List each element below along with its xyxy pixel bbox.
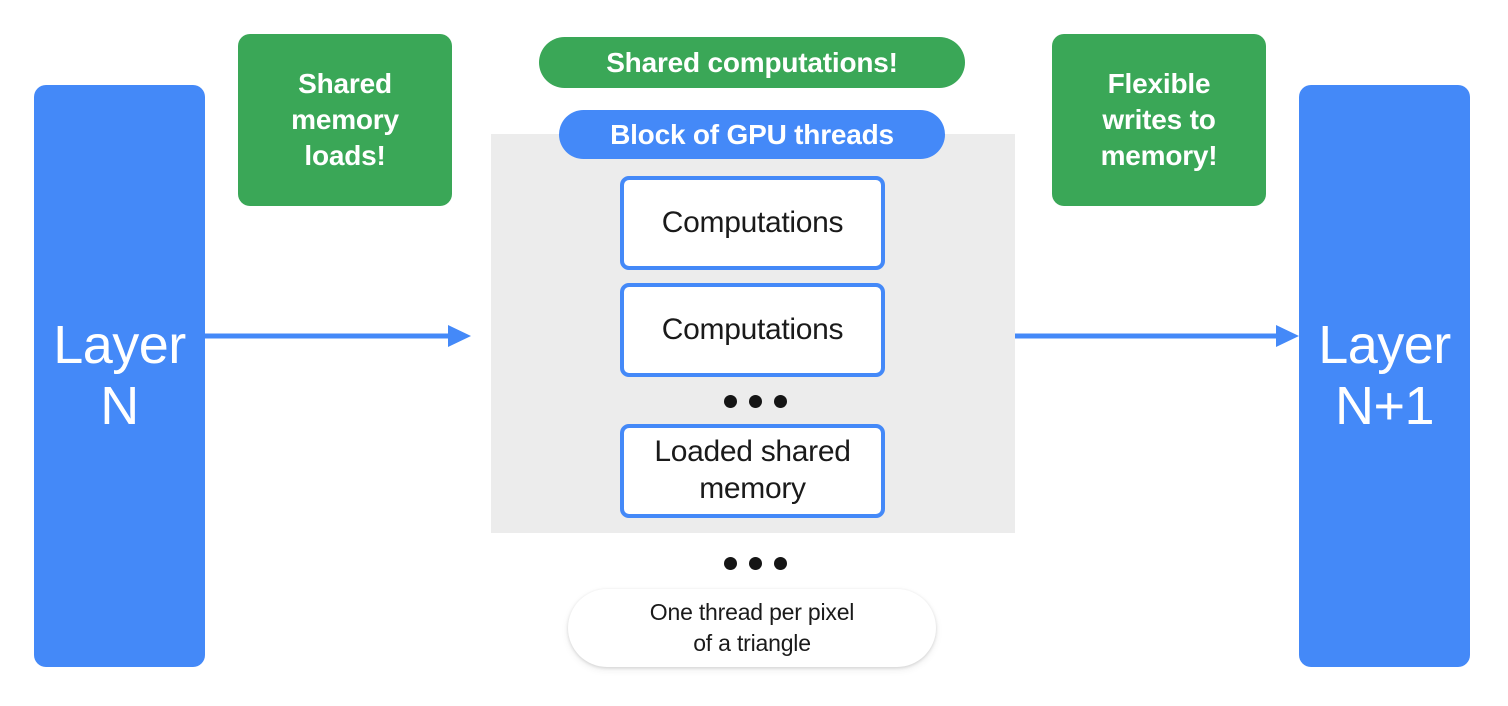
ellipsis-dot <box>749 557 762 570</box>
arrow-block-to-layer-n1 <box>1014 325 1299 347</box>
layer-n-label: Layer N <box>53 315 186 437</box>
thread-note-text: One thread per pixel of a triangle <box>649 597 855 658</box>
layer-n-plus-1-bar: Layer N+1 <box>1299 85 1470 667</box>
ellipsis-dot <box>724 557 737 570</box>
callout-shared-memory-loads: Shared memory loads! <box>238 34 452 206</box>
ellipsis-dot <box>724 395 737 408</box>
layer-n-plus-1-label: Layer N+1 <box>1318 315 1451 437</box>
layer-n-bar: Layer N <box>34 85 205 667</box>
callout-flexible-writes-to-memory: Flexible writes to memory! <box>1052 34 1266 206</box>
thread-box-computations-1: Computations <box>620 176 885 270</box>
ellipsis-dot <box>774 557 787 570</box>
thread-box-loaded-shared-memory: Loaded shared memory <box>620 424 885 518</box>
pill-block-of-gpu-threads: Block of GPU threads <box>559 110 945 159</box>
ellipsis-inner-threads <box>724 395 787 408</box>
layer-n-plus-1-label-line1: Layer <box>1318 314 1451 375</box>
ellipsis-dot <box>749 395 762 408</box>
layer-n-label-line2: N <box>100 376 139 436</box>
pill-shared-computations: Shared computations! <box>539 37 965 88</box>
arrow-layer-n-to-block <box>205 325 471 347</box>
ellipsis-more-blocks <box>724 557 787 570</box>
ellipsis-dot <box>774 395 787 408</box>
thread-note-line2: of a triangle <box>693 630 811 656</box>
layer-n-plus-1-label-line2: N+1 <box>1334 376 1435 436</box>
layer-n-label-line1: Layer <box>53 314 186 375</box>
thread-box-computations-2: Computations <box>620 283 885 377</box>
thread-note-line1: One thread per pixel <box>649 599 855 626</box>
thread-note-pill: One thread per pixel of a triangle <box>568 589 936 667</box>
